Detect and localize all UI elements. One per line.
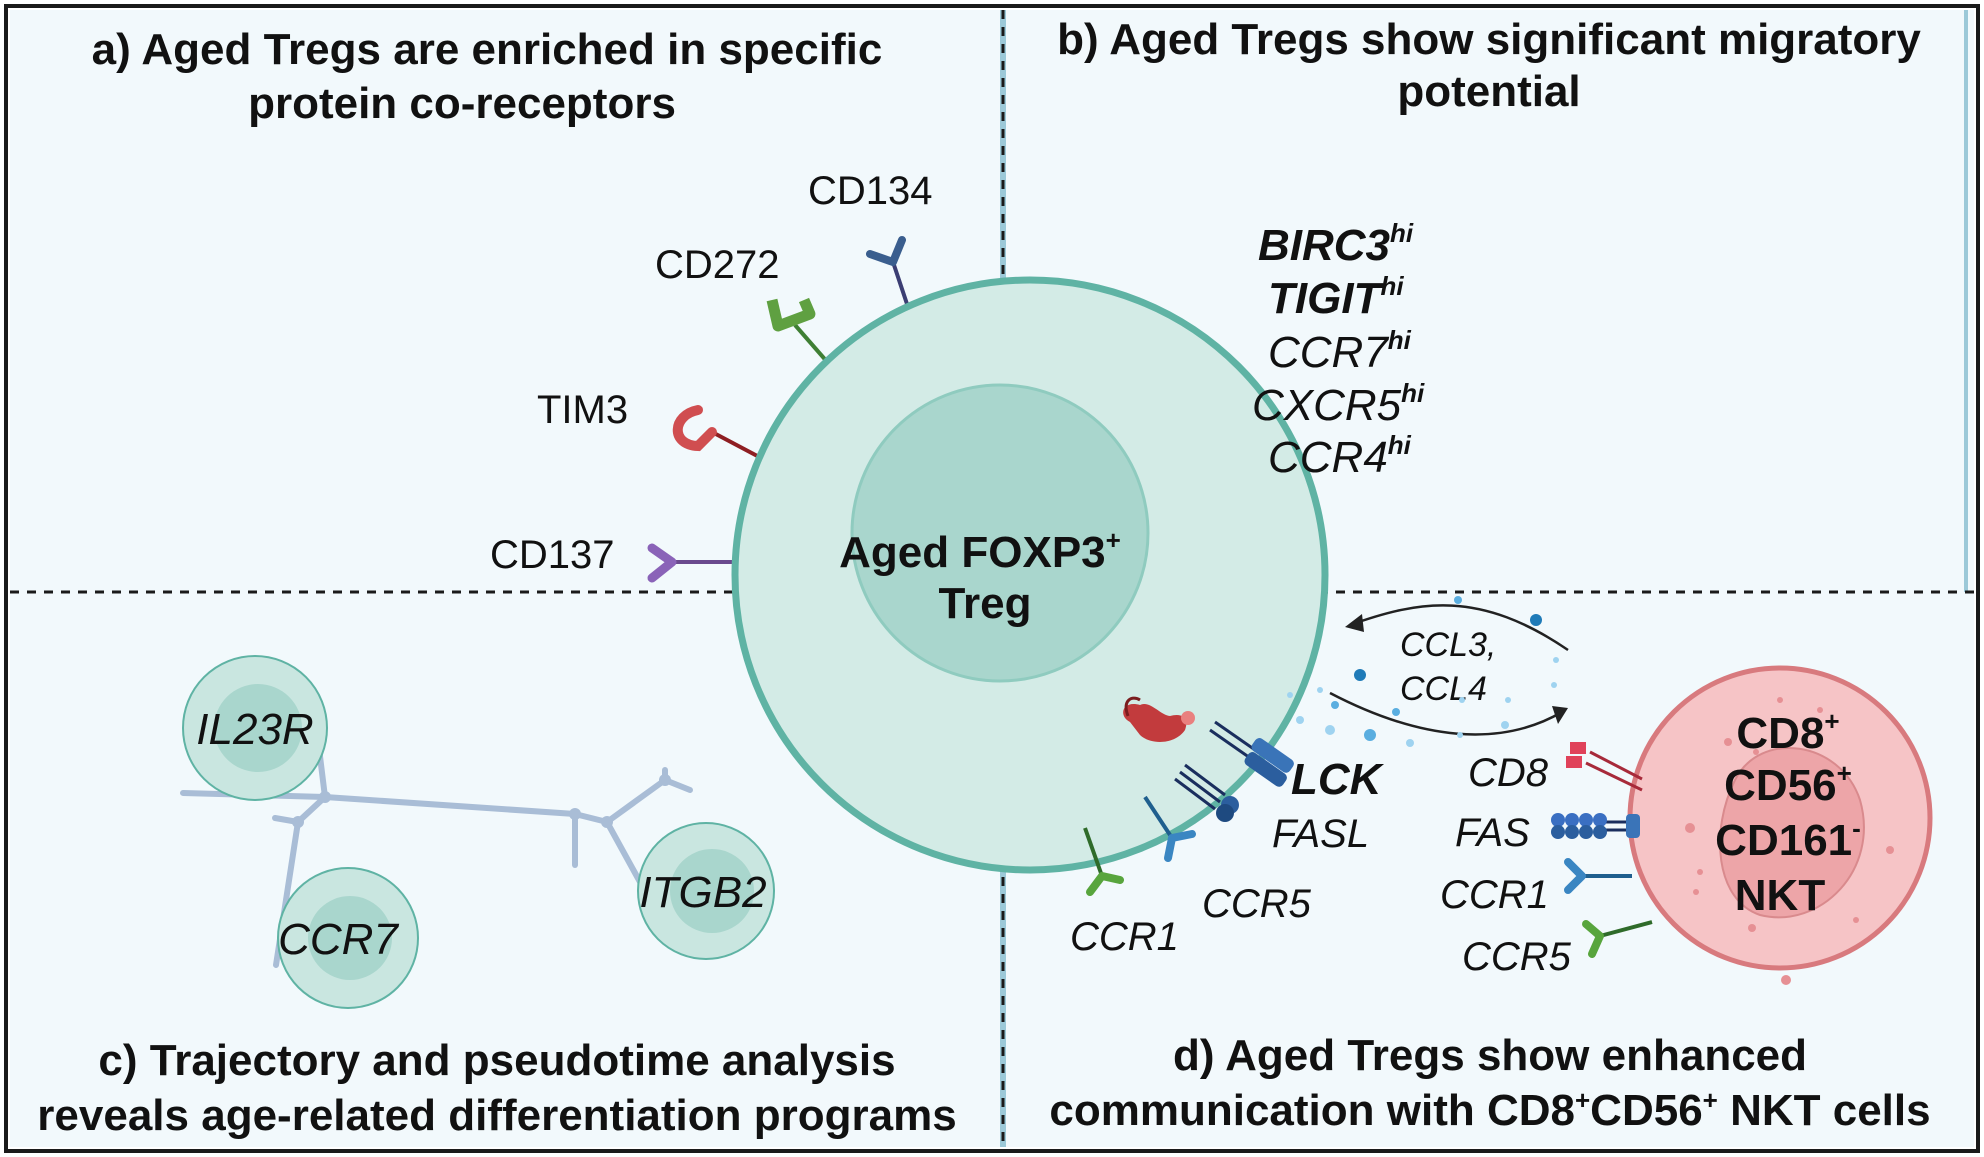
ccr1-treg-label: CCR1: [1070, 915, 1179, 959]
panel-b-title-2: potential: [1397, 67, 1580, 116]
treg-label-line2: Treg: [939, 579, 1032, 628]
itgb2-label: ITGB2: [639, 868, 766, 917]
nkt-label-line2: CD56+: [1724, 758, 1852, 810]
gene-ccr4: CCR4hi: [1268, 430, 1412, 482]
cd8-label: CD8: [1468, 751, 1549, 795]
panel-a-title-1: a) Aged Tregs are enriched in specific: [92, 25, 883, 74]
gene-birc3: BIRC3hi: [1258, 218, 1414, 270]
panel-d-title-2: communication with CD8+CD56+ NKT cells: [1049, 1085, 1930, 1135]
ccr5-treg-receptor-icon: [1143, 795, 1196, 862]
lck-label: LCK: [1291, 755, 1385, 804]
ccr1-treg-receptor-icon: [1083, 827, 1124, 896]
ccr5-nkt-label: CCR5: [1462, 935, 1572, 979]
fas-receptor-icon: [1551, 813, 1640, 839]
ccr1-nkt-label: CCR1: [1440, 873, 1549, 917]
cell-itgb2: ITGB2: [637, 822, 775, 960]
panel-c-title-2: reveals age-related differentiation prog…: [37, 1091, 956, 1140]
cd134-label: CD134: [808, 169, 933, 213]
trajectory-nodes: [292, 774, 671, 828]
treg-label-line1: Aged FOXP3+: [839, 525, 1121, 577]
lck-molecule-icon: [1123, 696, 1195, 742]
chemokine-label-2: CCL4: [1400, 670, 1487, 708]
ccr5-treg-label: CCR5: [1202, 882, 1312, 926]
nkt-label-line3: CD161-: [1715, 813, 1861, 865]
cd8-receptor-icon: [1566, 742, 1643, 792]
ccr7-trajectory-label: CCR7: [278, 915, 399, 964]
cd137-receptor-icon: [647, 543, 735, 583]
tim3-label: TIM3: [537, 388, 628, 432]
cd272-label: CD272: [655, 243, 780, 287]
cell-il23r: IL23R: [182, 655, 328, 801]
gene-cxcr5: CXCR5hi: [1252, 378, 1425, 430]
fasl-receptor-icon: [1174, 763, 1239, 822]
il23r-label: IL23R: [196, 705, 313, 754]
ccr1-nkt-receptor-icon: [1564, 858, 1632, 894]
lck-receptor-icon: [1209, 720, 1294, 787]
cd137-label: CD137: [490, 533, 615, 577]
gene-tigit: TIGIThi: [1268, 271, 1404, 323]
panel-c-title-1: c) Trajectory and pseudotime analysis: [98, 1036, 895, 1085]
outer-border: [4, 4, 1980, 1153]
nkt-label-line4: NKT: [1735, 871, 1826, 920]
cell-ccr7-trajectory: CCR7: [277, 867, 419, 1009]
chemokine-arrows: [1329, 604, 1569, 736]
arrow-head-right: [1552, 706, 1568, 724]
gene-ccr7: CCR7hi: [1268, 325, 1412, 377]
fasl-label: FASL: [1272, 812, 1369, 856]
chemokine-label-1: CCL3,: [1400, 626, 1496, 664]
panel-b-title-1: b) Aged Tregs show significant migratory: [1057, 15, 1921, 64]
panel-d-title-1: d) Aged Tregs show enhanced: [1173, 1031, 1807, 1080]
ccr5-nkt-receptor-icon: [1582, 920, 1653, 958]
arrow-head-left: [1345, 614, 1364, 632]
nkt-label-line1: CD8+: [1736, 706, 1839, 758]
chemokine-dots: [1287, 596, 1559, 747]
panel-a-title-2: protein co-receptors: [248, 79, 676, 128]
tim3-receptor-icon: [672, 405, 764, 461]
treg-cell: Aged FOXP3+ Treg: [731, 276, 1329, 874]
fas-label: FAS: [1455, 811, 1530, 855]
